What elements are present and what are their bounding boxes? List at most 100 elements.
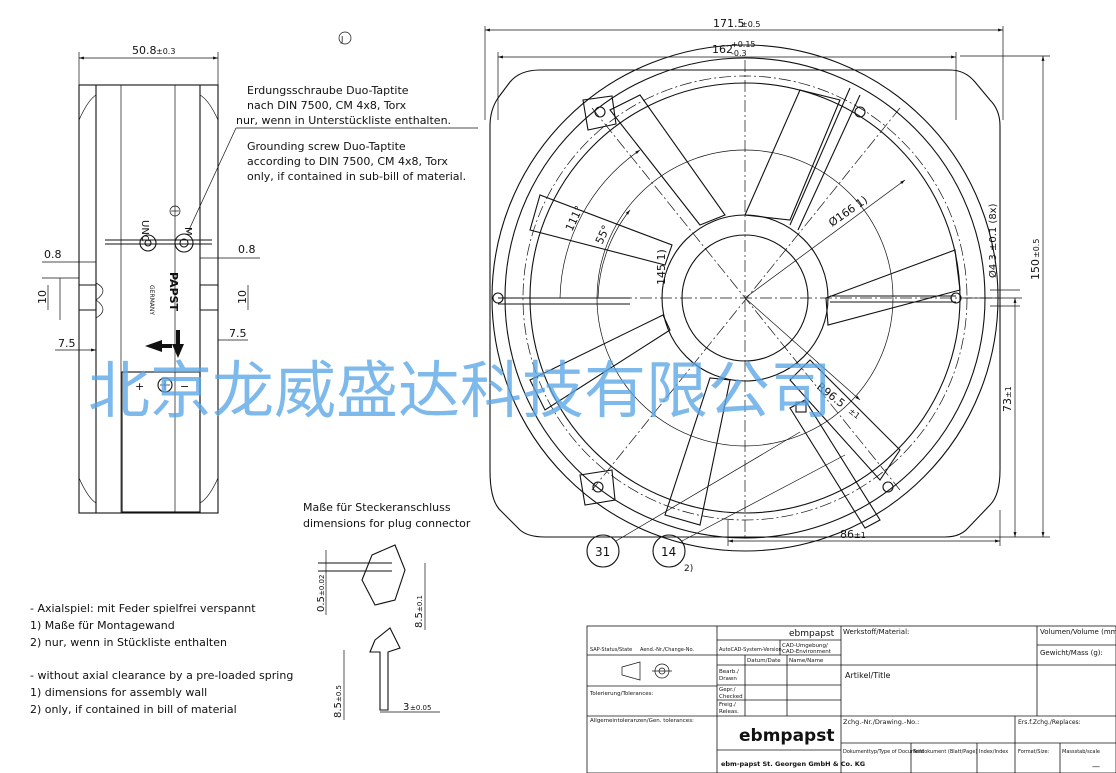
grounding-en-1: Grounding screw Duo-Taptite bbox=[247, 140, 406, 153]
grounding-de-2: nach DIN 7500, CM 4x8, Torx bbox=[247, 99, 407, 112]
front-housing bbox=[489, 69, 1001, 538]
grounding-de-3: nur, wenn in Unterstückliste enthalten. bbox=[236, 114, 451, 127]
footnote-line: - without axial clearance by a pre-loade… bbox=[30, 669, 293, 682]
footnote-line: - Axialspiel: mit Feder spielfrei verspa… bbox=[30, 602, 256, 615]
title-block: ebmpapst Werkstoff/Material: Volumen/Vol… bbox=[586, 625, 1116, 773]
unc-screw-icon bbox=[139, 234, 157, 252]
mount-hole-icon bbox=[592, 481, 604, 493]
tb-bearb-en: Drawn bbox=[719, 676, 737, 682]
plug-title-en: dimensions for plug connector bbox=[303, 517, 471, 530]
svg-text:+: + bbox=[135, 380, 144, 393]
grounding-screw-icon bbox=[174, 233, 194, 253]
balloon-31 bbox=[586, 534, 620, 568]
tb-sap: SAP-Status/State bbox=[590, 647, 632, 653]
side-brand: PAPST bbox=[167, 272, 180, 312]
grounding-de-1: Erdungsschraube Duo-Taptite bbox=[247, 84, 409, 97]
dim-85-b: 8.5 bbox=[333, 702, 344, 718]
footnote-line: 2) only, if contained in bill of materia… bbox=[30, 703, 237, 716]
tb-werkstoff: Werkstoff/Material: bbox=[843, 628, 909, 636]
svg-text:14: 14 bbox=[661, 545, 676, 559]
mount-hole-icon bbox=[594, 106, 606, 118]
mount-hole-icon bbox=[492, 292, 504, 304]
dim-outer-width-tol: ±0.5 bbox=[741, 20, 760, 29]
dim-08-right: 0.8 bbox=[238, 243, 256, 256]
tb-brand-small: ebmpapst bbox=[789, 629, 835, 639]
dim-dia-166: Ø166 1) bbox=[826, 193, 870, 229]
dim-75-left: 7.5 bbox=[58, 337, 76, 350]
airflow-arrow-icon bbox=[145, 340, 162, 352]
tb-artikel: Artikel/Title bbox=[845, 671, 891, 680]
tb-index: Index/Index bbox=[979, 749, 1008, 755]
tb-cad-env-de: CAD-Umgebung/ bbox=[782, 643, 828, 649]
footnotes: - Axialspiel: mit Feder spielfrei verspa… bbox=[30, 602, 293, 716]
tb-freig-en: Releas. bbox=[719, 709, 739, 715]
tb-aend: Aend.-Nr./Change-No. bbox=[640, 647, 694, 653]
tb-gepr-en: Checked bbox=[719, 694, 743, 700]
dim-73-tol: ±1 bbox=[1004, 386, 1013, 398]
dim-height-tol: ±0.5 bbox=[1032, 239, 1041, 258]
tb-cad-env-en: CAD-Environment bbox=[782, 649, 832, 655]
dim-height: 150 bbox=[1029, 259, 1042, 280]
tb-name: Name/Name bbox=[789, 658, 824, 664]
dim-73: 73 bbox=[1001, 398, 1014, 412]
tb-ersetzt: Ers.f.Zchg./Replaces: bbox=[1018, 719, 1081, 726]
dim-86: 86 bbox=[840, 528, 854, 541]
watermark-text: 北京龙威盛达科技有限公司 bbox=[88, 354, 832, 427]
tb-zchg: Zchg.-Nr./Drawing.-No.: bbox=[843, 718, 919, 726]
angle-111: 111° bbox=[563, 204, 586, 234]
tb-massstab: Massstab/scale bbox=[1062, 749, 1100, 755]
plug-connector-detail: Maße für Steckeranschluss dimensions for… bbox=[303, 501, 471, 720]
dim-hole-dia: Ø4.3 ±0.1 (8x) bbox=[987, 203, 999, 278]
tb-allgemein: Allgemeintoleranzen/Gen. tolerances: bbox=[590, 718, 694, 724]
dim-outer-width: 171.5 bbox=[713, 17, 745, 30]
dim-85-b-tol: ±0.5 bbox=[335, 685, 343, 702]
tb-dash: — bbox=[1092, 762, 1100, 771]
tb-autocad: AutoCAD-System-Version bbox=[719, 647, 782, 653]
svg-text:−: − bbox=[180, 380, 189, 393]
dim-08-left: 0.8 bbox=[44, 248, 62, 261]
dim-10-right: 10 bbox=[236, 290, 249, 304]
dim-10-left: 10 bbox=[36, 290, 49, 304]
tb-toleranz: Tolerierung/Tolerances: bbox=[589, 691, 654, 697]
ground-symbol-icon bbox=[169, 205, 181, 217]
grounding-note: J Erdungsschraube Duo-Taptite nach DIN 7… bbox=[187, 31, 478, 233]
side-connector-box bbox=[121, 371, 201, 513]
fan-blades bbox=[529, 89, 961, 526]
dim-width-side-tol: ±0.3 bbox=[156, 47, 175, 56]
dim-hole-pitch-tol-lower: -0.3 bbox=[731, 49, 747, 58]
balloon-14 bbox=[652, 534, 686, 568]
tb-format: Format/Size: bbox=[1018, 749, 1050, 755]
tb-gepr-de: Gepr./ bbox=[719, 687, 736, 693]
label-m: M bbox=[182, 227, 193, 236]
cable-guide bbox=[789, 399, 881, 529]
callout-j: J bbox=[340, 35, 343, 44]
footnote-line: 1) Maße für Montagewand bbox=[30, 619, 175, 632]
mount-hole-icon bbox=[854, 106, 866, 118]
dim-3-tol: ±0.05 bbox=[410, 704, 431, 712]
side-view: 50.8 ±0.3 UNC M PAPST GERMANY 0.8 10 bbox=[36, 44, 260, 514]
dim-05-tol: ±0.02 bbox=[318, 575, 326, 596]
tb-gewicht: Gewicht/Mass (g): bbox=[1040, 649, 1103, 657]
tb-datum: Datum/Date bbox=[747, 658, 781, 664]
grounding-en-2: according to DIN 7500, CM 4x8, Torx bbox=[247, 155, 448, 168]
footnote-2-marker: 2) bbox=[684, 564, 693, 574]
tb-company: ebm-papst St. Georgen GmbH & Co. KG bbox=[721, 760, 865, 768]
dim-85-a-tol: ±0.1 bbox=[416, 595, 424, 612]
dim-85-a: 8.5 bbox=[414, 612, 425, 628]
footnote-line: 1) dimensions for assembly wall bbox=[30, 686, 207, 699]
tb-freig-de: Freig./ bbox=[719, 702, 736, 708]
tb-bearb-de: Bearb./ bbox=[719, 669, 739, 675]
footnote-line: 2) nur, wenn in Stückliste enthalten bbox=[30, 636, 227, 649]
dim-145: 145 1) bbox=[655, 249, 668, 285]
tb-doctype: Dokumenttyp/Type of Document bbox=[843, 749, 924, 755]
label-unc: UNC bbox=[139, 220, 150, 242]
dim-75-right: 7.5 bbox=[229, 327, 247, 340]
front-view: 171.5 ±0.5 162 +0.15 -0.3 150 ±0.5 bbox=[484, 17, 1050, 574]
rotation-arrow-icon bbox=[172, 344, 184, 358]
tb-teildok: Teildokument (Blatt/Page) bbox=[912, 749, 977, 755]
side-country: GERMANY bbox=[148, 285, 155, 315]
projection-symbol-icon bbox=[621, 661, 672, 681]
dim-05: 0.5 bbox=[316, 596, 327, 612]
grounding-en-3: only, if contained in sub-bill of materi… bbox=[247, 170, 466, 183]
